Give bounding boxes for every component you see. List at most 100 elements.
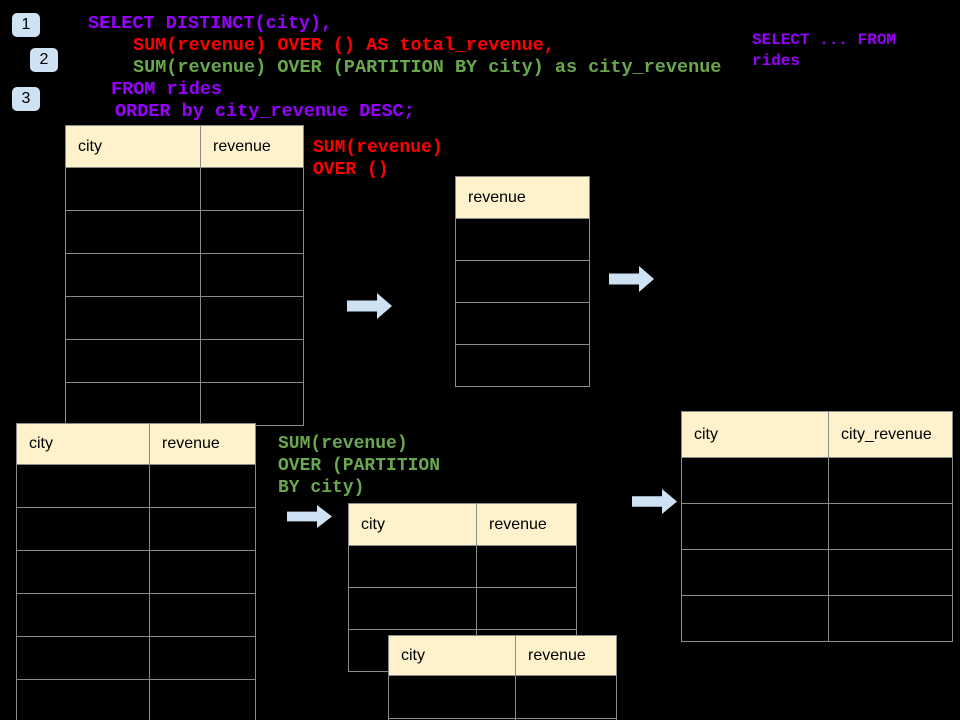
sql-line-partition: SUM(revenue) OVER (PARTITION BY city) as… <box>133 57 722 78</box>
table-row <box>348 545 577 588</box>
empty-cell <box>65 253 201 297</box>
empty-cell <box>200 253 304 297</box>
column-header: city_revenue <box>828 411 953 458</box>
table-row <box>16 679 256 720</box>
empty-cell <box>149 636 256 680</box>
empty-cell <box>16 550 150 594</box>
table-row <box>16 593 256 637</box>
empty-cell <box>65 210 201 254</box>
table-row <box>455 302 590 345</box>
empty-cell <box>16 593 150 637</box>
annotation-sum-over-total: SUM(revenue) OVER () <box>313 138 443 180</box>
table-row <box>65 296 304 340</box>
sql-line-from: FROM rides <box>111 79 223 100</box>
annotation-sum-over-partition: SUM(revenue) OVER (PARTITION BY city) <box>278 434 441 498</box>
column-header: city <box>388 635 516 676</box>
column-header: city <box>16 423 150 465</box>
column-header: city <box>65 125 201 168</box>
sql-line-select: SELECT DISTINCT(city), <box>88 13 333 34</box>
table-row <box>681 503 953 550</box>
empty-cell <box>16 507 150 551</box>
column-header: city <box>681 411 829 458</box>
table-row <box>455 344 590 387</box>
sql-line-order: ORDER by city_revenue DESC; <box>115 101 415 122</box>
table-row <box>16 464 256 508</box>
table-row <box>65 339 304 383</box>
side-note-select-from-rides: SELECT ... FROM rides <box>752 31 897 70</box>
table-row <box>16 507 256 551</box>
table-row <box>65 210 304 254</box>
table-row <box>681 457 953 504</box>
empty-cell <box>348 587 477 630</box>
empty-cell <box>515 718 617 720</box>
empty-cell <box>455 302 590 345</box>
empty-cell <box>149 464 256 508</box>
column-header: city <box>348 503 477 546</box>
empty-cell <box>828 549 953 596</box>
empty-cell <box>65 339 201 383</box>
column-header: revenue <box>515 635 617 676</box>
empty-cell <box>828 457 953 504</box>
empty-cell <box>200 296 304 340</box>
column-header: revenue <box>455 176 590 219</box>
empty-cell <box>681 595 829 642</box>
empty-cell <box>388 675 516 719</box>
empty-cell <box>65 167 201 211</box>
step-badge-3: 3 <box>12 87 40 111</box>
empty-cell <box>200 382 304 426</box>
empty-cell <box>200 167 304 211</box>
empty-cell <box>455 260 590 303</box>
empty-cell <box>149 550 256 594</box>
table-row <box>455 260 590 303</box>
header-row: revenue <box>455 176 590 219</box>
empty-cell <box>515 675 617 719</box>
table-row <box>348 587 577 630</box>
empty-cell <box>681 549 829 596</box>
empty-cell <box>149 593 256 637</box>
empty-cell <box>16 636 150 680</box>
empty-cell <box>455 218 590 261</box>
table-row <box>16 550 256 594</box>
table-row <box>65 167 304 211</box>
table-row <box>65 382 304 426</box>
empty-cell <box>348 545 477 588</box>
empty-cell <box>149 679 256 720</box>
arrow-right-icon <box>632 489 677 514</box>
empty-cell <box>200 210 304 254</box>
arrow-right-icon <box>609 266 654 292</box>
step-badge-1: 1 <box>12 13 40 37</box>
empty-cell <box>681 503 829 550</box>
empty-cell <box>828 503 953 550</box>
table-row <box>681 549 953 596</box>
empty-cell <box>65 382 201 426</box>
empty-cell <box>681 457 829 504</box>
table-row <box>65 253 304 297</box>
column-header: revenue <box>149 423 256 465</box>
empty-cell <box>455 344 590 387</box>
table-row <box>16 636 256 680</box>
empty-cell <box>149 507 256 551</box>
empty-cell <box>65 296 201 340</box>
empty-cell <box>476 545 577 588</box>
empty-cell <box>16 464 150 508</box>
arrow-right-icon <box>287 505 332 528</box>
empty-cell <box>828 595 953 642</box>
table-row <box>681 595 953 642</box>
table-row <box>455 218 590 261</box>
table-total-revenue: revenue <box>455 176 590 387</box>
step-badge-2: 2 <box>30 48 58 72</box>
empty-cell <box>476 587 577 630</box>
column-header: revenue <box>476 503 577 546</box>
sql-line-total: SUM(revenue) OVER () AS total_revenue, <box>133 35 555 56</box>
table-row <box>388 675 617 719</box>
column-header: revenue <box>200 125 304 168</box>
